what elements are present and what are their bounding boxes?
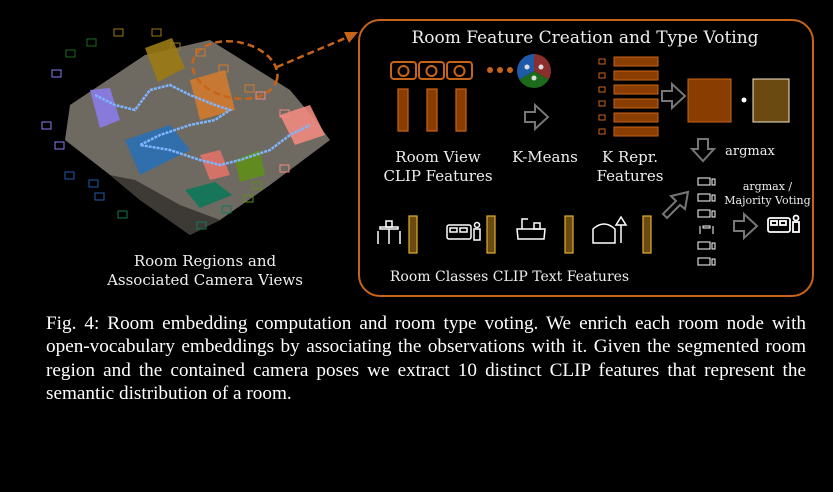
voting-line2: Majority Voting [724,194,811,207]
k-repr-line1: K Repr. [601,148,659,166]
bathroom-icon [516,218,546,240]
camera-icon [86,38,97,47]
left-label-line1: Room Regions and [133,252,277,270]
building-shadow [110,175,220,235]
camera-icon [170,42,181,51]
building-body [65,40,330,235]
camera-icon [113,28,124,37]
text-feature-matrix [752,78,790,123]
room-view-features [397,88,467,132]
left-label-line2: Associated Camera Views [107,271,303,289]
camera-icon [279,109,290,118]
camera-icon [418,61,445,80]
panel-title: Room Feature Creation and Type Voting [411,28,759,48]
room-region-blue [125,125,190,175]
result-bedroom-icon [767,214,800,233]
room-region-purple [90,88,120,128]
voting-label: argmax / Majority Voting [720,180,815,208]
vote-bedroom-icon [697,241,716,250]
camera-icon [251,181,262,190]
vote-bedroom-icon [697,177,716,186]
matrix-arrow-icon [661,81,687,111]
living-room-icon [592,215,628,244]
highlight-ellipse [191,39,279,101]
vote-arrow-icon [661,190,690,220]
camera-icon [279,164,290,173]
room-view-label: Room View CLIP Features [378,148,498,186]
vote-bedroom-icon [697,257,716,266]
camera-trajectory [94,83,311,167]
room-classes-label: Room Classes CLIP Text Features [389,269,630,285]
dashed-arrow [276,35,349,69]
kmeans-label: K-Means [512,148,578,166]
k-repr-label: K Repr. Features [590,148,670,186]
camera-icon [446,61,473,80]
argmax-arrow-icon [689,138,717,163]
camera-icon [88,179,99,188]
figure-caption: Fig. 4: Room embedding computation and r… [46,313,806,405]
camera-row [390,61,473,80]
argmax-label: argmax [725,144,775,159]
room-class-text-features [408,215,652,254]
camera-icon [151,28,162,37]
camera-icon [54,141,65,150]
kmeans-arrow-icon [524,102,550,132]
vote-bedroom-icon [697,209,716,218]
arrow-head [344,32,358,43]
room-region-yellow [145,38,185,82]
kmeans-pie-icon [517,54,551,88]
feature-diagram [377,54,800,266]
ellipsis-dots [487,67,513,73]
camera-icon [255,91,266,100]
room-region-teal [185,182,232,208]
vote-dining-icon [699,225,714,234]
camera-icon [94,192,105,201]
result-arrow-icon [733,211,759,241]
camera-icon [390,61,417,80]
camera-icons [41,28,290,230]
camera-icon [64,171,75,180]
k-repr-features [598,56,659,137]
feature-creation-panel [358,19,814,297]
vote-list [697,177,716,266]
room-view-line1: Room View [395,148,481,166]
camera-icon [218,64,229,73]
room-class-icons [377,215,628,244]
camera-icon [243,194,254,203]
camera-icon [65,49,76,58]
room-view-line2: CLIP Features [383,167,493,185]
similarity-matrix [687,78,732,123]
camera-icon [51,69,62,78]
camera-icon [244,84,255,93]
camera-icon [221,205,232,214]
dot-product-icon [741,97,747,103]
bedroom-icon [446,221,481,241]
camera-icon [195,48,206,57]
camera-icon [117,210,128,219]
floorplan-illustration [41,28,358,235]
k-repr-line2: Features [596,167,664,185]
dining-room-icon [377,220,401,244]
camera-icon [41,121,52,130]
camera-icon [196,221,207,230]
voting-line1: argmax / [742,180,793,193]
vote-bedroom-icon [697,193,716,202]
left-panel-label: Room Regions and Associated Camera Views [95,252,315,290]
